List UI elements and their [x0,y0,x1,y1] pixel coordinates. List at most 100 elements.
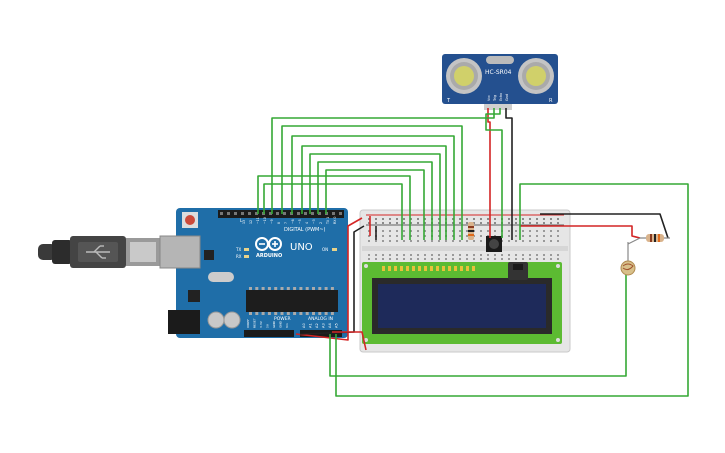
capacitor [207,311,225,329]
pushbutton[interactable] [486,236,502,252]
header-pin [255,212,258,215]
wire-d-lcd-1[interactable] [281,125,463,240]
sensor-r-mark: R [549,98,553,104]
lcd-screen [378,284,546,328]
header-pin [220,212,223,215]
wire-d-lcd-3[interactable] [301,145,447,240]
digital-pin-label: ~6 [291,219,295,224]
digital-pin-label: 12 [249,220,253,224]
wire-red-right[interactable] [520,225,641,239]
external-resistor [640,234,670,242]
sensor-pin-header [484,104,512,110]
digital-pin-label: 7 [284,222,288,224]
wire-a1-loop[interactable] [335,183,689,397]
capacitor [223,311,241,329]
power-pin-label: 5V [266,323,270,328]
chip-pin [286,287,290,290]
analog-pin-label: A0 [302,323,306,328]
chip-pin [299,287,303,290]
sensor-pin-label: Gnd [505,94,509,101]
wire-d-lcd-6[interactable] [325,169,425,240]
analog-header-label: ANALOG IN [308,316,333,322]
header-pin [248,212,251,215]
wire-a0-ldr[interactable] [329,274,627,377]
sensor-transmitter [446,58,482,94]
wire-sensor-gnd[interactable] [505,108,513,240]
header-pin [234,212,237,215]
analog-pin-label: A5 [335,323,339,328]
power-jack [168,310,200,334]
digital-pin-label: 2 [319,222,323,224]
wire-5v[interactable] [295,217,363,341]
chip-pin [293,287,297,290]
chip-pin [280,312,284,315]
wire-sensor-echo[interactable] [485,108,503,238]
chip-pin [249,287,252,290]
power-pin-label: GND [272,320,276,328]
power-pin-label: 3.3V [259,320,263,328]
power-header-label: POWER [274,316,291,322]
lcd-display[interactable] [362,262,562,344]
header-pin [332,212,335,215]
usb-socket [159,235,201,269]
power-header [244,330,294,337]
chip-pin [274,287,278,290]
chip-pin [330,312,334,315]
lcd-pin-header [382,266,475,271]
chip-pin [305,312,309,315]
analog-pin-label: A4 [328,323,332,328]
wire-d-lcd-7[interactable] [257,175,411,240]
chip-pin [261,312,265,315]
wire-d-lcd-5[interactable] [317,161,433,240]
wire-a5-red[interactable] [332,331,367,351]
digital-pin-label: 13 [242,220,246,224]
chip-pin [318,287,322,290]
header-pin [318,212,321,215]
regulator [204,250,214,260]
usb-symbol-icon [86,245,110,259]
chip-pin [261,287,265,290]
arduino-uno-board[interactable]: ARDUINO UNO DIGITAL (PWM~) TX RX ON L PO… [159,208,348,338]
potentiometer[interactable] [508,262,528,280]
chip-pin [274,312,278,315]
analog-pin-label: A2 [315,323,319,328]
header-pin [304,212,307,215]
arduino-brand-label: ARDUINO [256,253,282,259]
header-pin [241,212,244,215]
sensor-pin-label: Echo [499,93,503,101]
usb-chip [188,290,200,302]
wire-d-lcd-8[interactable] [263,183,403,240]
power-pin-label: GND [279,320,283,328]
digital-header [218,210,344,218]
digital-pin-label: ~5 [298,219,302,224]
atmega-chip-pins [249,287,334,315]
tx-led [244,248,249,251]
digital-pin-label: TX 1 [326,217,330,225]
digital-pin-label: ~11 [256,217,260,224]
chip-pin [267,287,271,290]
sensor-model-label: HC-SR04 [485,69,512,76]
header-pin [283,212,286,215]
wire-sensor-vcc[interactable] [487,108,491,238]
chip-pin [312,287,315,290]
wire-gnd[interactable] [299,225,365,335]
chip-pin [255,287,259,290]
wire-sensor-trig[interactable] [271,108,495,214]
digital-pin-label: ~3 [312,219,316,224]
rx-led-label: RX [236,254,242,259]
chip-pin [267,312,271,315]
wire-d-lcd-2[interactable] [291,135,455,240]
power-pin-label: IOREF [246,319,250,328]
header-pin [276,212,279,215]
photoresistor[interactable] [620,237,641,276]
chip-pin [286,312,290,315]
sensor-receiver [518,58,554,94]
wire-black-right[interactable] [540,213,669,239]
chip-pin [305,287,309,290]
arduino-model-label: UNO [290,242,313,253]
breadboard-resistor [468,222,474,240]
